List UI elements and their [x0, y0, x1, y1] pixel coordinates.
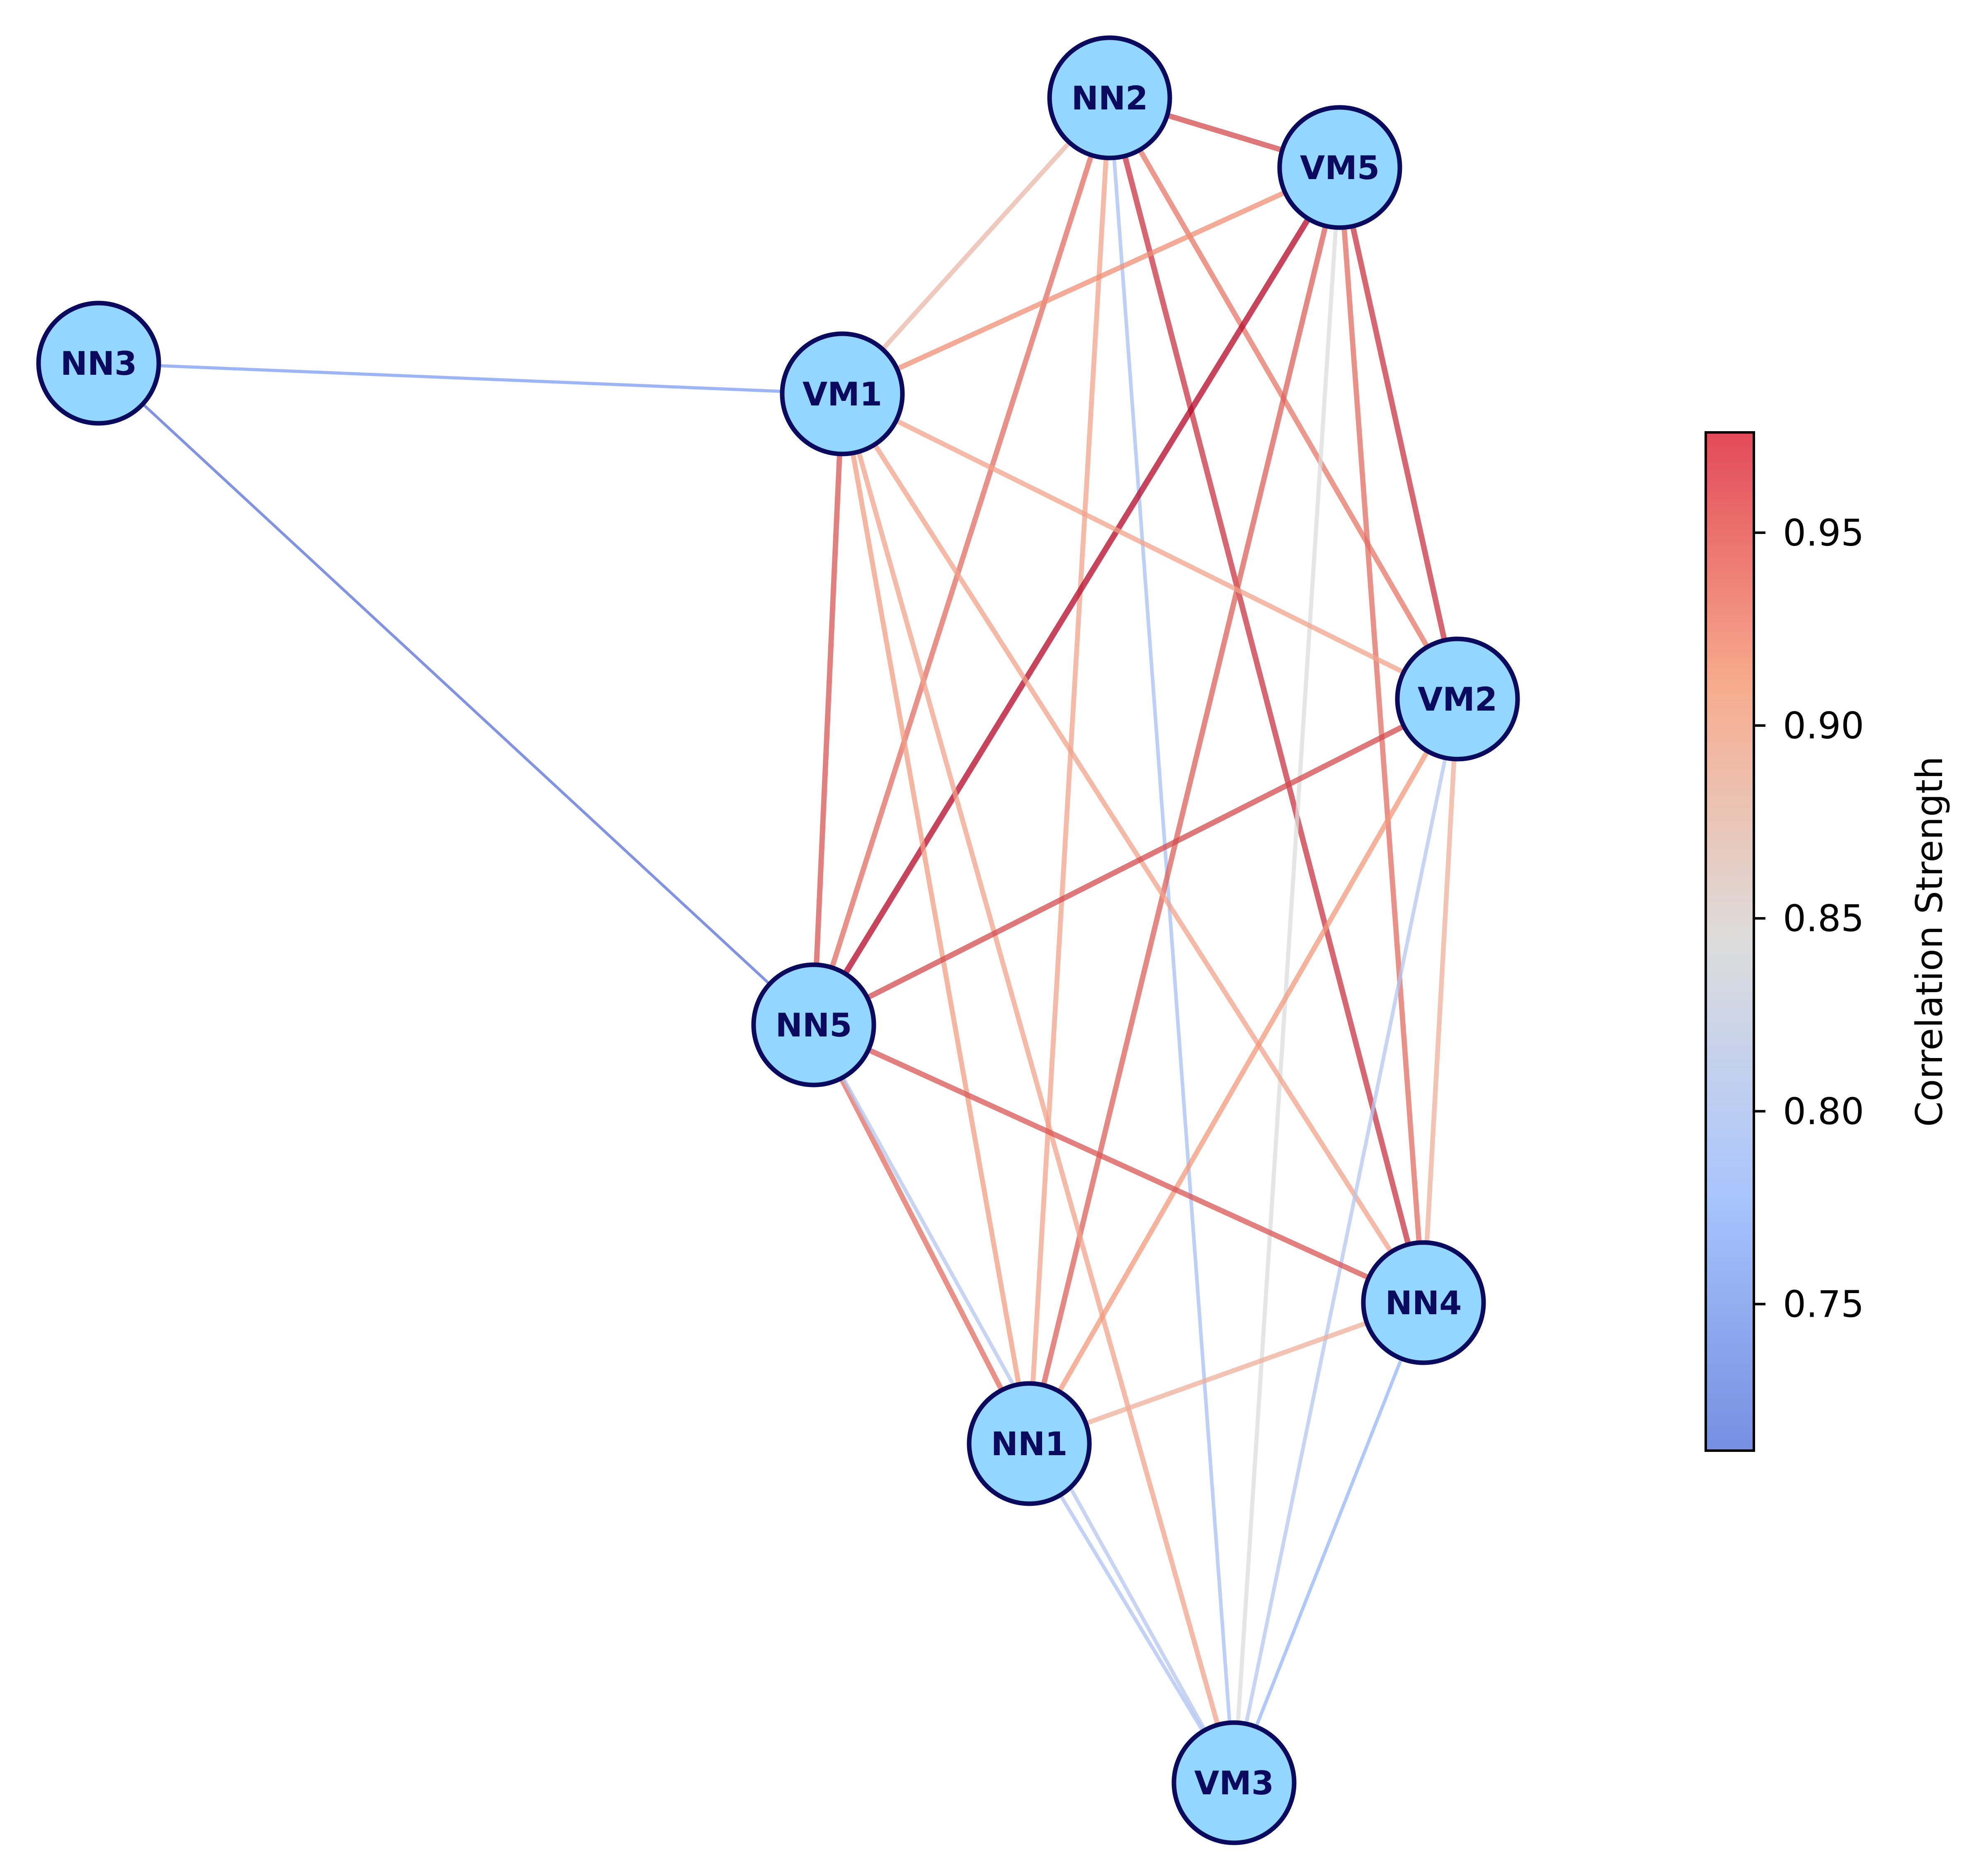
- edge-vm5-vm3: [1232, 167, 1342, 1783]
- edge-vm5-vm1: [841, 165, 1341, 396]
- node-nn3[interactable]: NN3: [36, 301, 161, 426]
- node-label: VM5: [1300, 150, 1380, 187]
- node-vm5[interactable]: VM5: [1277, 105, 1402, 230]
- node-vm2[interactable]: VM2: [1395, 636, 1520, 762]
- node-circle[interactable]: [1395, 636, 1520, 762]
- edge-nn2-nn1: [1027, 97, 1112, 1444]
- node-circle[interactable]: [1047, 35, 1172, 160]
- node-circle[interactable]: [751, 962, 876, 1087]
- edge-vm5-nn5: [811, 166, 1342, 1027]
- edge-vm5-vm2: [1337, 167, 1460, 700]
- colorbar-tick-label: 0.75: [1783, 1283, 1864, 1325]
- node-label: NN2: [1072, 80, 1148, 117]
- edge-nn1-vm3: [1028, 1442, 1236, 1784]
- colorbar-tick-label: 0.80: [1783, 1090, 1864, 1133]
- node-circle[interactable]: [36, 301, 161, 426]
- colorbar-tick-label: 0.95: [1783, 512, 1864, 554]
- node-label: NN5: [776, 1007, 852, 1044]
- node-label: NN1: [991, 1426, 1068, 1463]
- node-vm1[interactable]: VM1: [780, 331, 905, 456]
- edge-vm5-nn1: [1026, 167, 1343, 1444]
- node-circle[interactable]: [1277, 105, 1402, 230]
- edge-nn2-nn4: [1107, 97, 1426, 1303]
- edge-nn3-vm1: [98, 362, 843, 396]
- node-label: VM2: [1418, 681, 1497, 718]
- node-circle[interactable]: [1361, 1240, 1486, 1365]
- edge-nn2-vm3: [1108, 97, 1236, 1783]
- node-label: VM1: [803, 376, 882, 413]
- node-circle[interactable]: [967, 1381, 1092, 1506]
- node-circle[interactable]: [780, 331, 905, 456]
- colorbar-tick-label: 0.90: [1783, 704, 1864, 747]
- colorbar-tick-label: 0.85: [1783, 897, 1864, 940]
- edge-nn3-nn5: [97, 362, 815, 1026]
- node-vm3[interactable]: VM3: [1171, 1720, 1297, 1845]
- colorbar: 0.75 0.80 0.85 0.90 0.95 Correlation Strengt…: [1705, 431, 1951, 1452]
- colorbar-ticks: 0.75 0.80 0.85 0.90 0.95: [1754, 512, 1864, 1325]
- node-nn5[interactable]: NN5: [751, 962, 876, 1087]
- edge-nn5-nn4: [812, 1022, 1425, 1305]
- node-circle[interactable]: [1171, 1720, 1297, 1845]
- edge-vm2-nn1: [1027, 698, 1460, 1445]
- node-nn4[interactable]: NN4: [1361, 1240, 1486, 1365]
- edge-nn2-nn5: [811, 97, 1113, 1026]
- edge-vm2-nn5: [812, 697, 1459, 1027]
- edge-nn4-nn1: [1028, 1300, 1424, 1446]
- colorbar-label: Correlation Strength: [1908, 756, 1951, 1127]
- edge-nn4-vm3: [1232, 1302, 1425, 1784]
- node-label: NN3: [61, 345, 137, 383]
- node-label: NN4: [1385, 1285, 1462, 1322]
- edge-nn5-nn1: [811, 1024, 1032, 1445]
- edge-vm1-nn4: [840, 392, 1426, 1304]
- edge-nn2-vm1: [840, 96, 1112, 396]
- edge-vm1-vm3: [840, 393, 1237, 1784]
- edge-vm1-vm2: [841, 391, 1459, 701]
- edge-vm2-nn4: [1421, 699, 1460, 1303]
- node-label: VM3: [1194, 1765, 1274, 1802]
- edge-vm1-nn1: [840, 393, 1032, 1444]
- edge-vm2-vm3: [1232, 699, 1460, 1783]
- colorbar-gradient: [1705, 431, 1755, 1452]
- node-nn2[interactable]: NN2: [1047, 35, 1172, 160]
- node-nn1[interactable]: NN1: [967, 1381, 1092, 1506]
- edge-vm1-nn5: [811, 393, 845, 1025]
- edges-layer: [97, 95, 1460, 1784]
